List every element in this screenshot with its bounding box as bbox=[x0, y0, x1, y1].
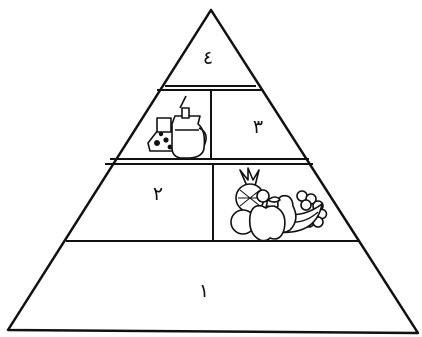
level-1-label: ١ bbox=[199, 280, 209, 302]
level-2-label: ٢ bbox=[153, 183, 163, 205]
level-3-label: ٣ bbox=[253, 116, 263, 138]
level-4-label: ٤ bbox=[203, 47, 213, 69]
